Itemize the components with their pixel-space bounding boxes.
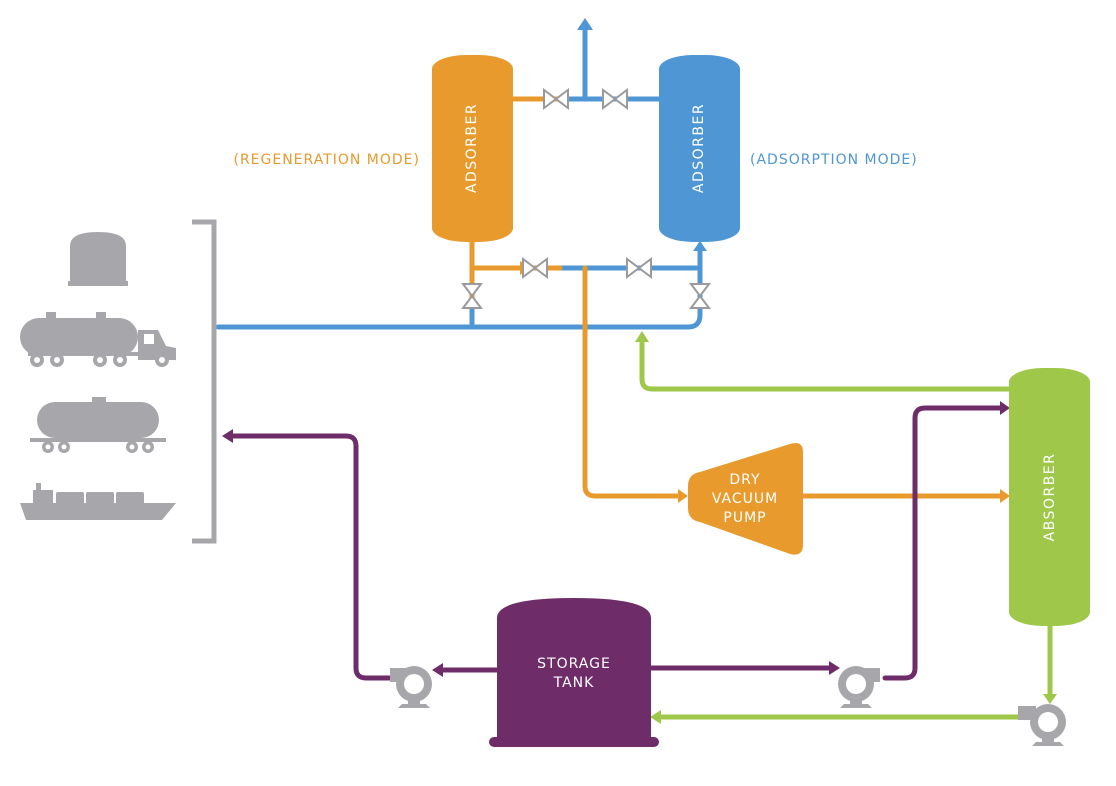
rail-tank-car-icon <box>30 397 166 453</box>
green-arrow-tank <box>650 710 661 724</box>
valve-icon <box>522 257 548 279</box>
blue-main-line <box>215 242 703 330</box>
valve-icon <box>461 283 483 309</box>
purple-arrow-pump <box>829 661 840 675</box>
green-arrow-up <box>635 331 649 342</box>
pump-icon <box>1018 704 1066 746</box>
dry-vacuum-pump: DRY VACUUM PUMP <box>688 443 803 555</box>
blue-arrow-up <box>693 241 707 251</box>
valve-icon <box>602 88 628 110</box>
purple-pipes <box>222 401 1010 681</box>
orange-arrow-pump <box>678 489 688 503</box>
green-arrow-down <box>1043 694 1057 704</box>
sources-bracket <box>192 219 217 544</box>
tanker-truck-icon <box>20 312 176 367</box>
valve-icon <box>689 283 711 309</box>
pump-icon <box>838 666 880 708</box>
pump-icon <box>390 666 432 708</box>
adsorber-left: ADSORBER <box>432 55 513 242</box>
tank-label-line1: STORAGE <box>537 656 611 672</box>
pump-label-line2: VACUUM <box>712 491 778 507</box>
vent-arrow <box>577 18 593 30</box>
adsorber-right-label: ADSORBER <box>691 103 707 193</box>
purple-arrow-left-pump <box>432 663 443 677</box>
pump-label-line3: PUMP <box>723 510 766 526</box>
tanker-ship-icon <box>20 483 176 520</box>
absorber-label: ABSORBER <box>1042 453 1058 542</box>
pump-label-line1: DRY <box>729 472 760 488</box>
purple-to-sources <box>229 433 395 681</box>
green-pipes <box>635 331 1057 724</box>
valve-icon <box>626 257 652 279</box>
absorber: ABSORBER <box>1009 368 1090 626</box>
green-return-line <box>639 337 1013 392</box>
orange-to-pump <box>582 265 683 499</box>
purple-arrow-sources <box>222 429 233 443</box>
storage-tank-icon <box>68 232 128 286</box>
purple-pump-to-absorber <box>882 405 1005 681</box>
adsorber-left-label: ADSORBER <box>464 103 480 193</box>
adsorber-right: ADSORBER <box>659 55 740 242</box>
tank-label-line2: TANK <box>553 675 595 691</box>
purple-arrow-absorber <box>1000 401 1010 415</box>
storage-tank: STORAGE TANK <box>489 598 659 747</box>
orange-arrow-absorber <box>1000 489 1010 503</box>
regeneration-mode-label: (REGENERATION MODE) <box>233 152 420 168</box>
valve-icon <box>543 88 569 110</box>
adsorption-mode-label: (ADSORPTION MODE) <box>750 152 918 168</box>
orange-pipes <box>469 96 1010 503</box>
